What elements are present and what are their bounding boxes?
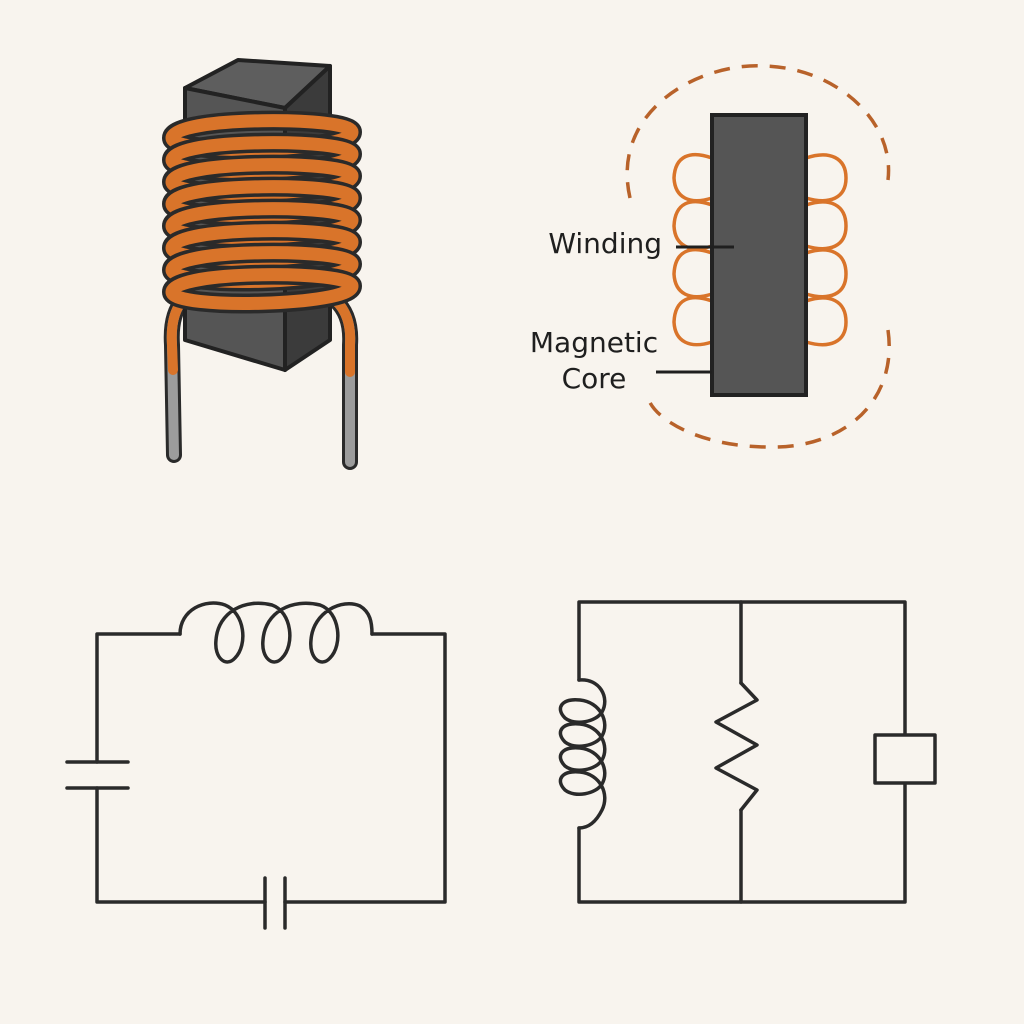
winding-label: Winding <box>548 227 662 260</box>
parallel-inductor-symbol <box>558 678 607 830</box>
parallel-circuit-schematic <box>558 600 937 904</box>
lc-wire-left-lower <box>95 786 267 904</box>
magnetic-core-label-line1: Magnetic <box>530 326 658 359</box>
parallel-component-box <box>873 733 937 785</box>
inductor-cross-section-icon: Winding Magnetic Core <box>530 64 891 449</box>
inductor-component-icon <box>161 58 363 470</box>
parallel-resistor-symbol <box>714 681 759 812</box>
copper-winding-coil <box>161 110 363 314</box>
magnetic-core-label-line2: Core <box>562 362 627 395</box>
coil-turn <box>165 268 359 310</box>
lc-wire-bottom-right <box>283 632 447 904</box>
lc-wire-main <box>95 632 182 764</box>
lc-circuit-schematic <box>65 601 447 930</box>
lc-inductor-symbol <box>178 601 374 664</box>
magnetic-field-line-top <box>625 64 891 199</box>
winding-loops-left <box>672 152 713 347</box>
winding-loops-right <box>805 153 848 347</box>
magnetic-core-rect <box>710 113 808 397</box>
